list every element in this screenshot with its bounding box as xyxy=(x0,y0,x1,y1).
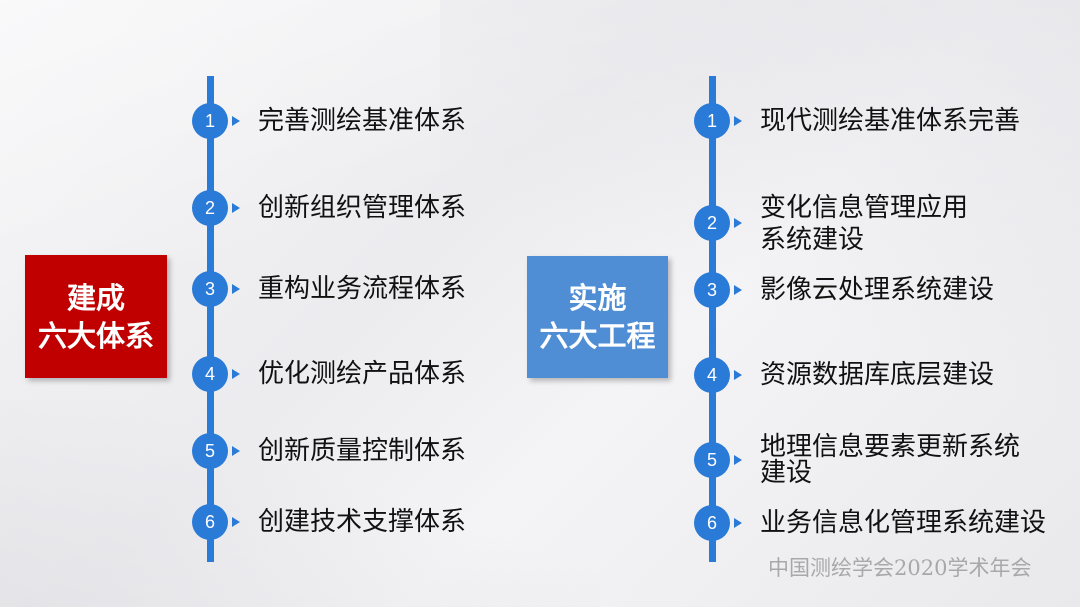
step-number-circle: 5 xyxy=(192,433,228,469)
right-step-4: 4 资源数据库底层建设 xyxy=(694,357,994,393)
right-step-5: 5 地理信息要素更新系统 建设 xyxy=(694,434,1020,486)
step-label: 资源数据库底层建设 xyxy=(760,360,995,390)
step-number-circle: 1 xyxy=(192,103,228,139)
step-number-circle: 6 xyxy=(192,504,228,540)
arrow-right-icon xyxy=(232,446,240,456)
step-label: 优化测绘产品体系 xyxy=(258,359,467,389)
right-step-2: 2 变化信息管理应用 系统建设 xyxy=(694,190,968,256)
step-label: 创建技术支撑体系 xyxy=(258,507,467,537)
step-number-circle: 5 xyxy=(694,442,730,478)
right-title-line2: 六大工程 xyxy=(539,319,656,353)
step-number-circle: 6 xyxy=(694,505,730,541)
arrow-right-icon xyxy=(232,517,240,527)
arrow-right-icon xyxy=(232,284,240,294)
arrow-right-icon xyxy=(734,116,742,126)
arrow-right-icon xyxy=(232,369,240,379)
left-step-3: 3 重构业务流程体系 xyxy=(192,271,466,307)
left-step-2: 2 创新组织管理体系 xyxy=(192,190,466,226)
left-title-box: 建成 六大体系 xyxy=(25,255,167,378)
arrow-right-icon xyxy=(734,218,742,228)
step-number-circle: 3 xyxy=(694,272,730,308)
step-label: 创新组织管理体系 xyxy=(258,193,467,223)
step-label: 变化信息管理应用 系统建设 xyxy=(760,193,969,255)
step-label: 重构业务流程体系 xyxy=(258,274,467,304)
step-label: 地理信息要素更新系统 建设 xyxy=(760,432,1021,488)
arrow-right-icon xyxy=(232,203,240,213)
left-title-line2: 六大体系 xyxy=(37,318,154,353)
step-number-circle: 3 xyxy=(192,271,228,307)
arrow-right-icon xyxy=(232,116,240,126)
arrow-right-icon xyxy=(734,370,742,380)
right-title-line1: 实施 xyxy=(568,281,627,315)
step-number-circle: 2 xyxy=(694,205,730,241)
step-label: 创新质量控制体系 xyxy=(258,436,467,466)
step-label: 影像云处理系统建设 xyxy=(760,275,995,305)
right-step-6: 6 业务信息化管理系统建设 xyxy=(694,505,1046,541)
right-step-1: 1 现代测绘基准体系完善 xyxy=(694,103,1020,139)
step-label: 现代测绘基准体系完善 xyxy=(760,106,1021,136)
arrow-right-icon xyxy=(734,285,742,295)
footer-watermark: 中国测绘学会2020学术年会 xyxy=(768,556,1032,580)
step-label: 完善测绘基准体系 xyxy=(258,106,467,136)
step-number-circle: 1 xyxy=(694,103,730,139)
step-number-circle: 2 xyxy=(192,190,228,226)
left-timeline-line xyxy=(207,76,214,562)
arrow-right-icon xyxy=(734,518,742,528)
step-number-circle: 4 xyxy=(694,357,730,393)
left-step-6: 6 创建技术支撑体系 xyxy=(192,504,466,540)
right-timeline-line xyxy=(709,76,716,562)
right-title-box: 实施 六大工程 xyxy=(527,256,668,378)
step-number-circle: 4 xyxy=(192,356,228,392)
arrow-right-icon xyxy=(734,455,742,465)
step-label: 业务信息化管理系统建设 xyxy=(760,508,1047,538)
left-title-line1: 建成 xyxy=(66,280,125,315)
left-step-1: 1 完善测绘基准体系 xyxy=(192,103,466,139)
right-step-3: 3 影像云处理系统建设 xyxy=(694,272,994,308)
left-step-5: 5 创新质量控制体系 xyxy=(192,433,466,469)
left-step-4: 4 优化测绘产品体系 xyxy=(192,356,466,392)
